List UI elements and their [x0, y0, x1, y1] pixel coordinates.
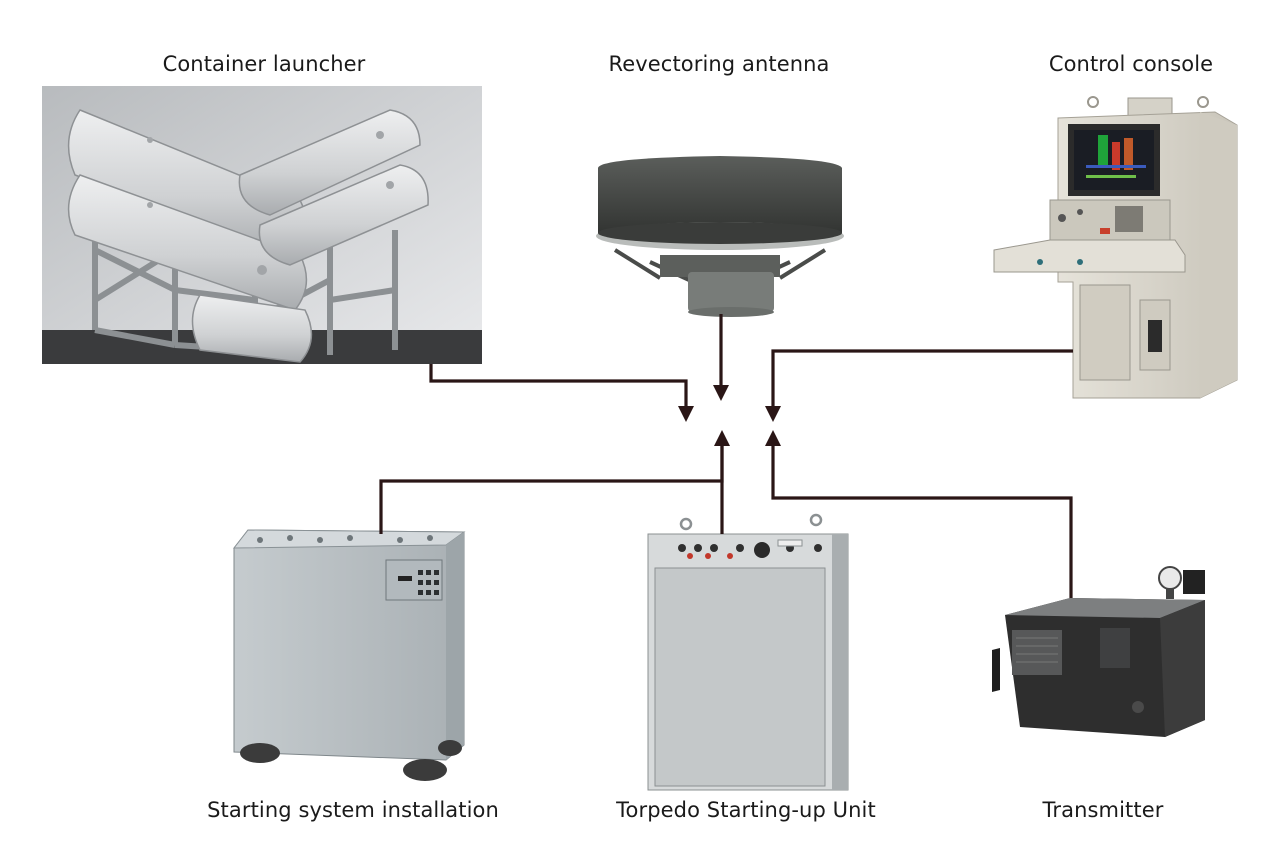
container-launcher-image [42, 86, 482, 364]
connector-starting-system-installation [379, 430, 730, 534]
control-console-image [993, 96, 1238, 399]
transmitter-label: Transmitter [1042, 798, 1164, 822]
control-console-label: Control console [1048, 52, 1214, 76]
container-launcher-label: Container launcher [162, 52, 366, 76]
torpedo-starting-up-unit-label: Torpedo Starting-up Unit [616, 798, 876, 822]
connector-container-launcher [429, 364, 694, 422]
revectoring-antenna-image [596, 156, 844, 317]
starting-system-installation-label: Starting system installation [207, 798, 499, 822]
starting-system-installation-image [232, 529, 466, 781]
revectoring-antenna-label: Revectoring antenna [608, 52, 830, 76]
connector-control-console [765, 349, 1073, 422]
transmitter-image [992, 566, 1205, 737]
torpedo-starting-up-unit-image [647, 513, 849, 791]
connector-transmitter [765, 430, 1073, 598]
